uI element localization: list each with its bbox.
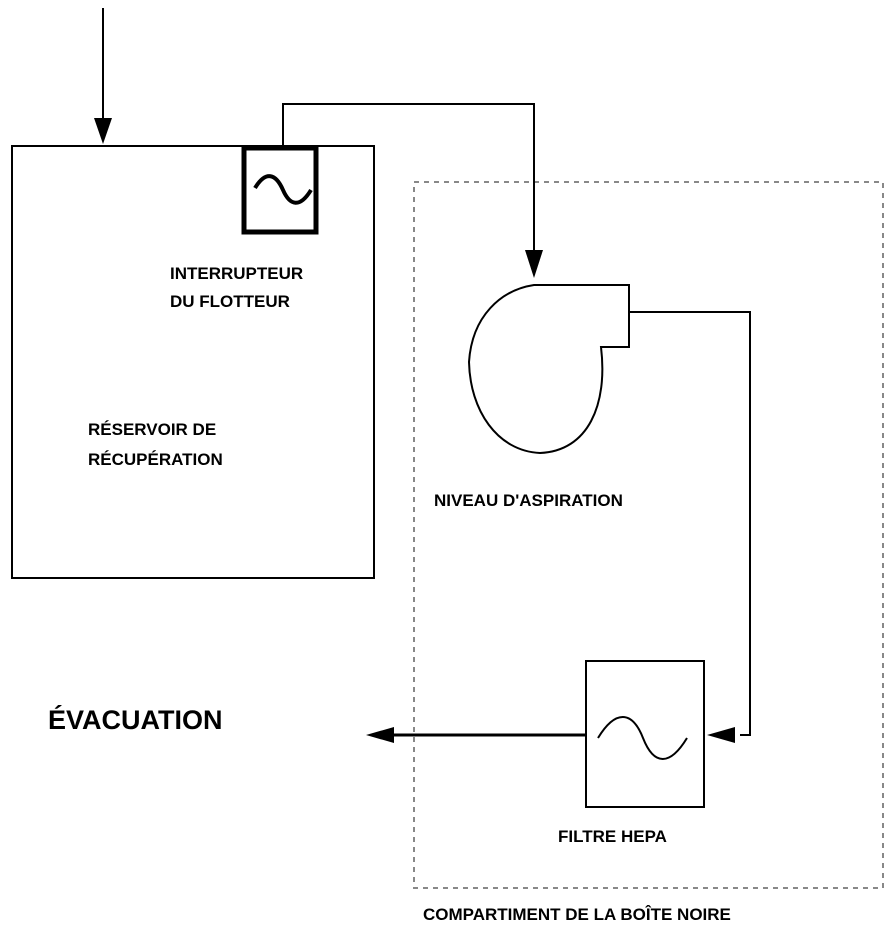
hepa-filter	[585, 660, 705, 808]
vacuum-motor-label: NIVEAU D'ASPIRATION	[434, 491, 623, 510]
exhaust-label: ÉVACUATION	[48, 704, 223, 735]
suction-pipe	[282, 103, 543, 278]
float-switch-label: INTERRUPTEUR DU FLOTTEUR	[170, 264, 308, 311]
float-switch-label-line2: DU FLOTTEUR	[170, 292, 290, 311]
float-switch-sine-icon	[253, 174, 313, 205]
hepa-filter-box	[585, 660, 705, 808]
inlet-arrow	[94, 8, 112, 144]
recovery-tank-label-line2: RÉCUPÉRATION	[88, 450, 223, 469]
recovery-tank-box	[11, 145, 375, 579]
black-box-compartment-label: COMPARTIMENT DE LA BOÎTE NOIRE	[423, 905, 731, 924]
hepa-filter-sine-icon	[597, 716, 688, 760]
exhaust-pipe	[629, 311, 751, 743]
recovery-tank-label: RÉSERVOIR DE RÉCUPÉRATION	[88, 420, 223, 469]
recovery-tank-label-line1: RÉSERVOIR DE	[88, 420, 216, 439]
outlet-arrow	[366, 727, 586, 743]
black-box-compartment-border	[413, 181, 884, 889]
float-switch-label-line1: INTERRUPTEUR	[170, 264, 303, 283]
blower-housing	[467, 284, 630, 455]
hepa-filter-label: FILTRE HEPA	[558, 827, 667, 846]
float-switch-box	[241, 145, 319, 235]
float-switch	[241, 145, 319, 235]
vacuum-motor	[467, 284, 630, 455]
